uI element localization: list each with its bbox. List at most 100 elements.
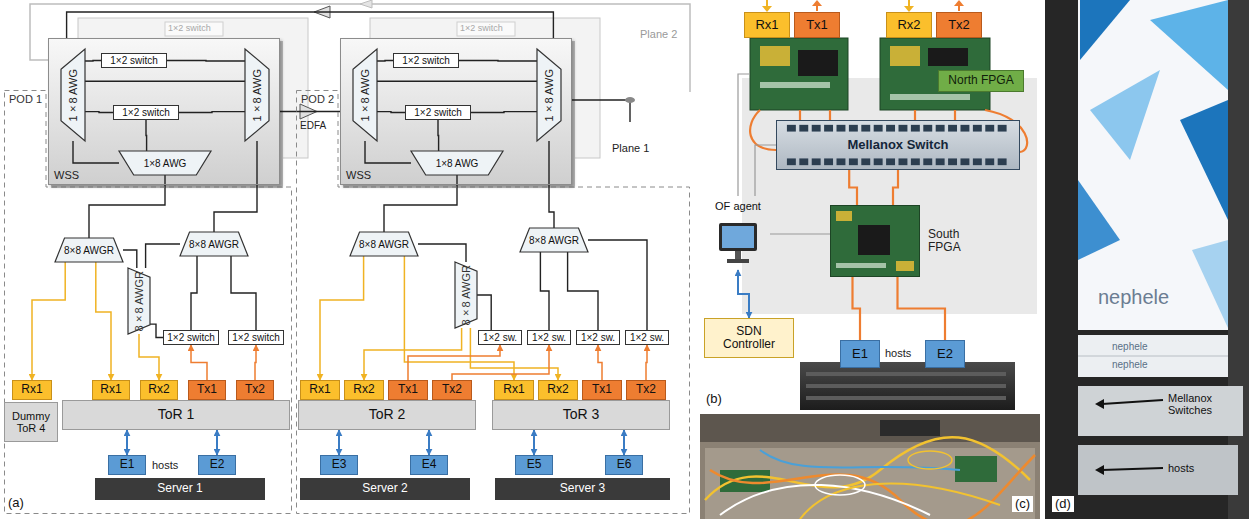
rect-shape: [722, 226, 754, 248]
rect-shape: [948, 158, 957, 165]
node-text: Tx2: [948, 18, 970, 32]
awgr-trapezoid: 8×8 AWGR: [128, 268, 150, 334]
ellipse-shape: [625, 97, 635, 103]
connector: [139, 334, 159, 380]
awg-trapezoid: 1×8 AWG: [353, 49, 377, 141]
figure-label: hosts: [152, 459, 178, 471]
node-text: Tx1: [398, 383, 418, 396]
node-text: 1×2 switch: [232, 332, 280, 343]
host-box: E3: [320, 455, 358, 475]
rect-shape: [985, 158, 994, 165]
node-text: 1×2 switch: [402, 55, 450, 66]
node-text: 1×8 AWG: [144, 158, 187, 169]
rect-shape: [760, 82, 830, 88]
connector: [231, 256, 256, 330]
node-text: E6: [617, 458, 632, 471]
optical-switch: 1×2 sw.: [527, 330, 571, 345]
figure-label: nephele: [1112, 359, 1148, 370]
connector: [179, 111, 245, 113]
node-text: Server 1: [157, 482, 202, 495]
node-text: 1×2 switch: [110, 55, 158, 66]
connector: [377, 60, 393, 62]
connector: [338, 430, 340, 455]
polygon-shape: [245, 49, 269, 141]
node-text: 1×2 switch: [414, 107, 462, 118]
node-text: Rx1: [21, 383, 42, 396]
connector: [320, 256, 364, 380]
line-shape: [1078, 356, 1228, 357]
node-text: SDN Controller: [709, 325, 789, 351]
ellipse-shape: [908, 451, 952, 469]
rect-shape: [824, 125, 833, 132]
awgr-trapezoid: 8×8 AWGR: [350, 232, 418, 256]
rect-shape: [812, 158, 821, 165]
polygon-shape: [128, 268, 150, 334]
rect-shape: [874, 158, 883, 165]
connector: [145, 120, 147, 151]
node-text: Dummy ToR 4: [7, 410, 55, 434]
connector: [255, 345, 256, 380]
path-shape: [800, 110, 955, 120]
rect-shape: [960, 158, 969, 165]
connector: [646, 345, 647, 380]
rect-shape: [896, 261, 914, 271]
plane-1-fiber: [572, 97, 635, 122]
connector: [893, 170, 898, 205]
rect-shape: [923, 125, 932, 132]
host-box: E2: [925, 340, 965, 368]
optical-switch: 1×2 sw.: [576, 330, 620, 345]
figure-label: Plane 2: [640, 28, 677, 40]
connector: [533, 430, 535, 455]
rect-shape: [806, 384, 1006, 388]
connector: [623, 430, 625, 455]
receiver-box: Rx1: [494, 380, 534, 400]
rect-shape: [1078, 445, 1238, 495]
connector: [428, 430, 430, 455]
rect-shape: [800, 362, 1015, 410]
awgr-trapezoid: 8×8 AWGR: [180, 232, 248, 256]
node-text: Rx2: [353, 383, 374, 396]
polygon-shape: [1095, 465, 1104, 475]
figure-label: nephele: [1098, 286, 1169, 308]
server-bar: Server 1: [95, 478, 265, 500]
rect-shape: [720, 470, 770, 492]
node-text: Rx1: [503, 383, 524, 396]
rect-shape: [799, 158, 808, 165]
rect-shape: [836, 263, 886, 268]
rect-shape: [48, 38, 280, 185]
panel-c-photo: [700, 414, 1040, 519]
node-text: ToR 1: [158, 407, 195, 422]
polygon-shape: [812, 0, 822, 6]
node-text: POD 1: [9, 93, 42, 105]
rect-shape: [874, 125, 883, 132]
connector: [32, 262, 65, 380]
connector: [73, 141, 119, 163]
connector: [150, 324, 163, 337]
node-text: 8×8 AWGR: [359, 239, 409, 250]
polygon-shape: [455, 262, 477, 328]
rect-shape: [880, 420, 940, 436]
node-text: Rx2: [897, 18, 920, 32]
rect-shape: [824, 158, 833, 165]
node-text: 8×8 AWGR: [189, 239, 239, 250]
rect-shape: [858, 225, 890, 255]
host-box: E2: [198, 455, 236, 475]
connector: [364, 328, 462, 380]
controller-box: SDN Controller: [704, 318, 794, 358]
transmitter-box: Tx2: [936, 12, 982, 38]
polygon-shape: [1095, 399, 1104, 409]
transmitter-box: Tx1: [388, 380, 428, 400]
transmitter-box: Tx2: [626, 380, 666, 400]
polygon-shape: [1080, 0, 1130, 60]
node-text: POD 2: [301, 93, 334, 105]
tor-box: ToR 1: [62, 400, 290, 430]
host-box: E1: [840, 340, 880, 368]
connector: [123, 250, 137, 268]
optical-switch: 1×2 switch: [228, 330, 284, 345]
node-text: E5: [527, 458, 542, 471]
connector: [85, 111, 113, 113]
wss-box: WSS1×8 AWG1×2 switch1×2 switch1×8 AWG1×8…: [340, 38, 572, 185]
figure-label: Mellanox Switches: [1168, 392, 1230, 416]
rect-shape: [836, 211, 852, 221]
